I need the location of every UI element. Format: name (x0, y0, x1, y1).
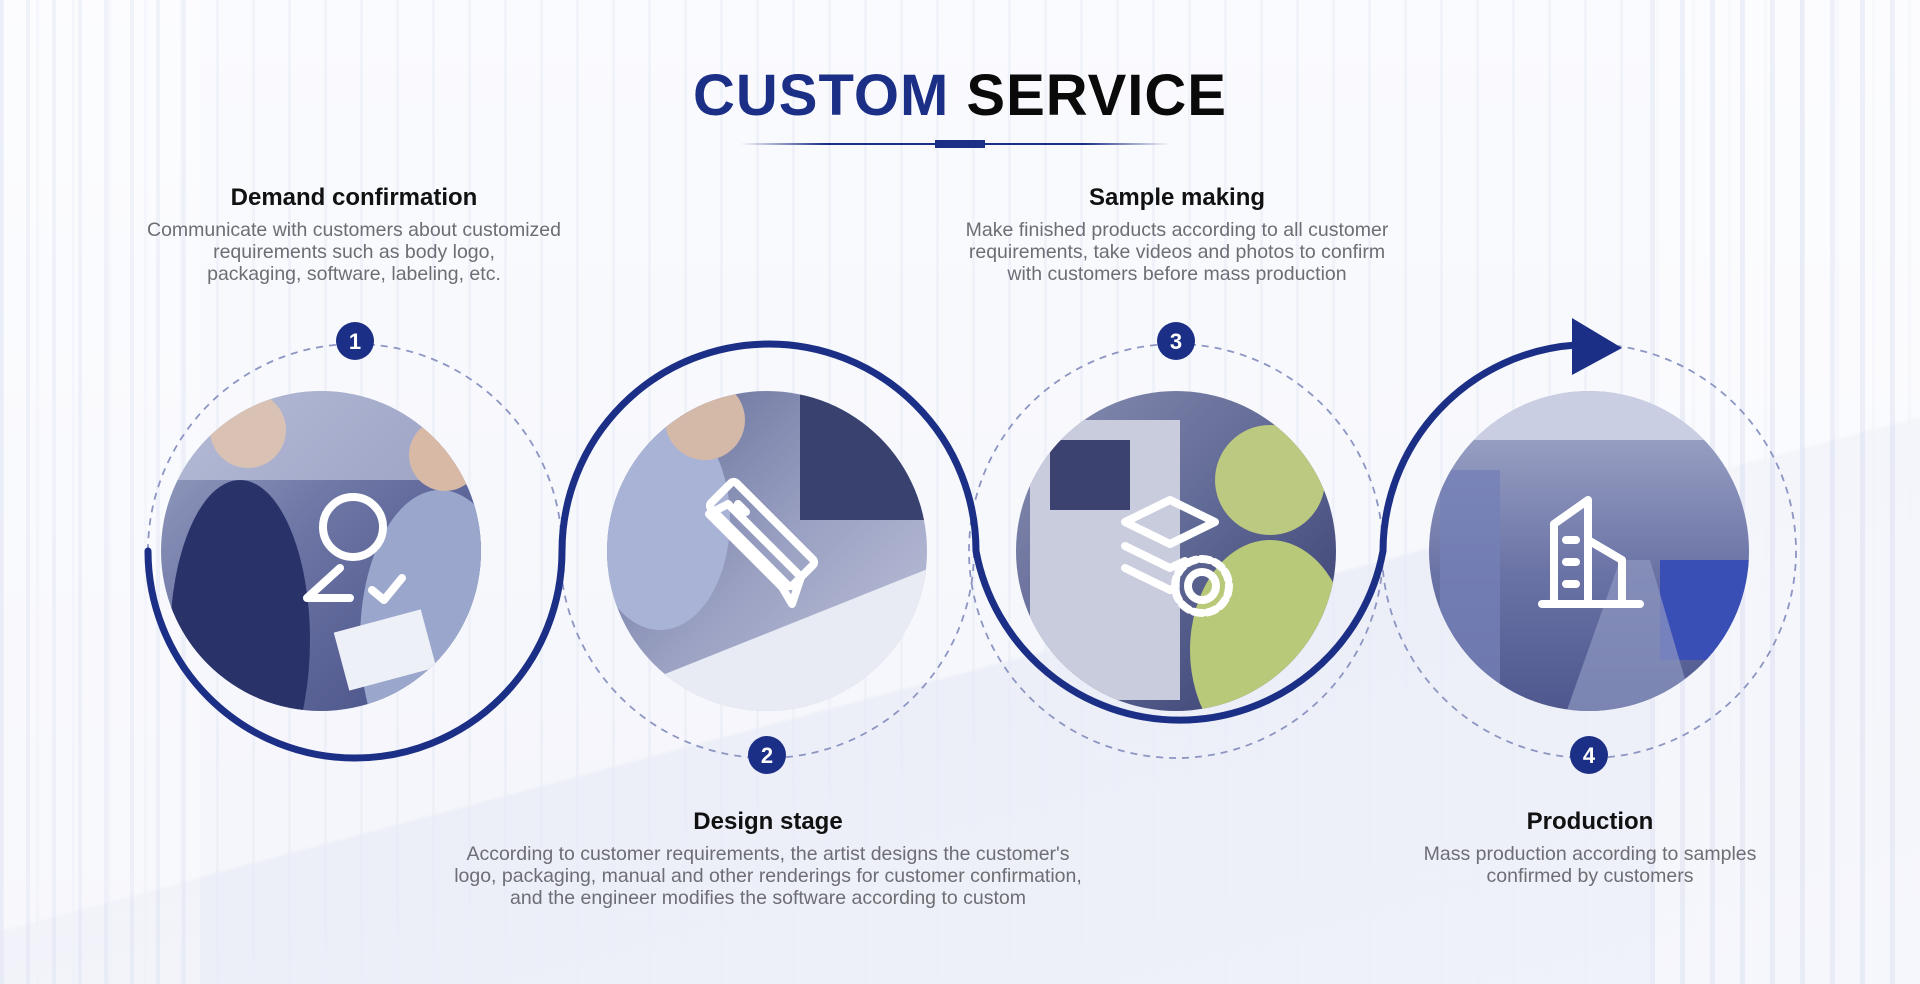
title-word-custom: CUSTOM (693, 63, 950, 128)
step-3-badge (1157, 322, 1195, 360)
step-3-title: Sample making (1088, 184, 1266, 211)
step-2-desc-line: and the engineer modifies the software a… (510, 887, 1026, 909)
factory-building-icon (1538, 496, 1644, 608)
step-2-photo (607, 391, 927, 711)
step-1-desc-line: Communicate with customers about customi… (146, 219, 561, 241)
user-check-icon (303, 493, 406, 604)
step-2-number: 2 (761, 743, 773, 768)
step-2-desc-line: logo, packaging, manual and other render… (454, 865, 1082, 887)
step-3-desc-line: Make finished products according to all … (965, 219, 1389, 241)
step-4-photo (1429, 391, 1749, 711)
step-2-badge (748, 736, 786, 774)
background-stripes-left (0, 0, 200, 984)
step-4-desc-line: Mass production according to samples (1423, 843, 1757, 865)
page-title: CUSTOM SERVICE (0, 62, 1920, 129)
step-1-photo (161, 391, 481, 711)
title-underline-accent (935, 140, 985, 148)
step-3-desc-line: with customers before mass production (1007, 263, 1347, 285)
step-3-desc-line: requirements, take videos and photos to … (968, 241, 1386, 263)
step-1-description: Communicate with customers about customi… (104, 219, 604, 285)
step-3-number: 3 (1170, 329, 1182, 354)
step-1-desc-line: packaging, software, labeling, etc. (207, 263, 501, 285)
step-1-title: Demand confirmation (230, 184, 478, 211)
design-tools-icon (705, 477, 819, 608)
title-word-service: SERVICE (966, 63, 1227, 128)
step-2-title: Design stage (693, 808, 843, 835)
step-1-desc-line: requirements such as body logo, (213, 241, 495, 263)
step-4-badge (1570, 736, 1608, 774)
step-4-description: Mass production according to samples con… (1340, 843, 1840, 887)
step-1-number: 1 (349, 329, 361, 354)
step-3-description: Make finished products according to all … (927, 219, 1427, 285)
step-2-desc-line: According to customer requirements, the … (466, 843, 1070, 865)
step-2-description: According to customer requirements, the … (368, 843, 1168, 909)
step-4-desc-line: confirmed by customers (1486, 865, 1694, 887)
step-1-badge (336, 322, 374, 360)
flow-arrowhead-icon (1572, 318, 1622, 375)
step-4-number: 4 (1583, 743, 1596, 768)
step-4-title: Production (1526, 808, 1654, 835)
flow-line (144, 340, 1580, 762)
layers-gear-icon (1121, 496, 1233, 617)
